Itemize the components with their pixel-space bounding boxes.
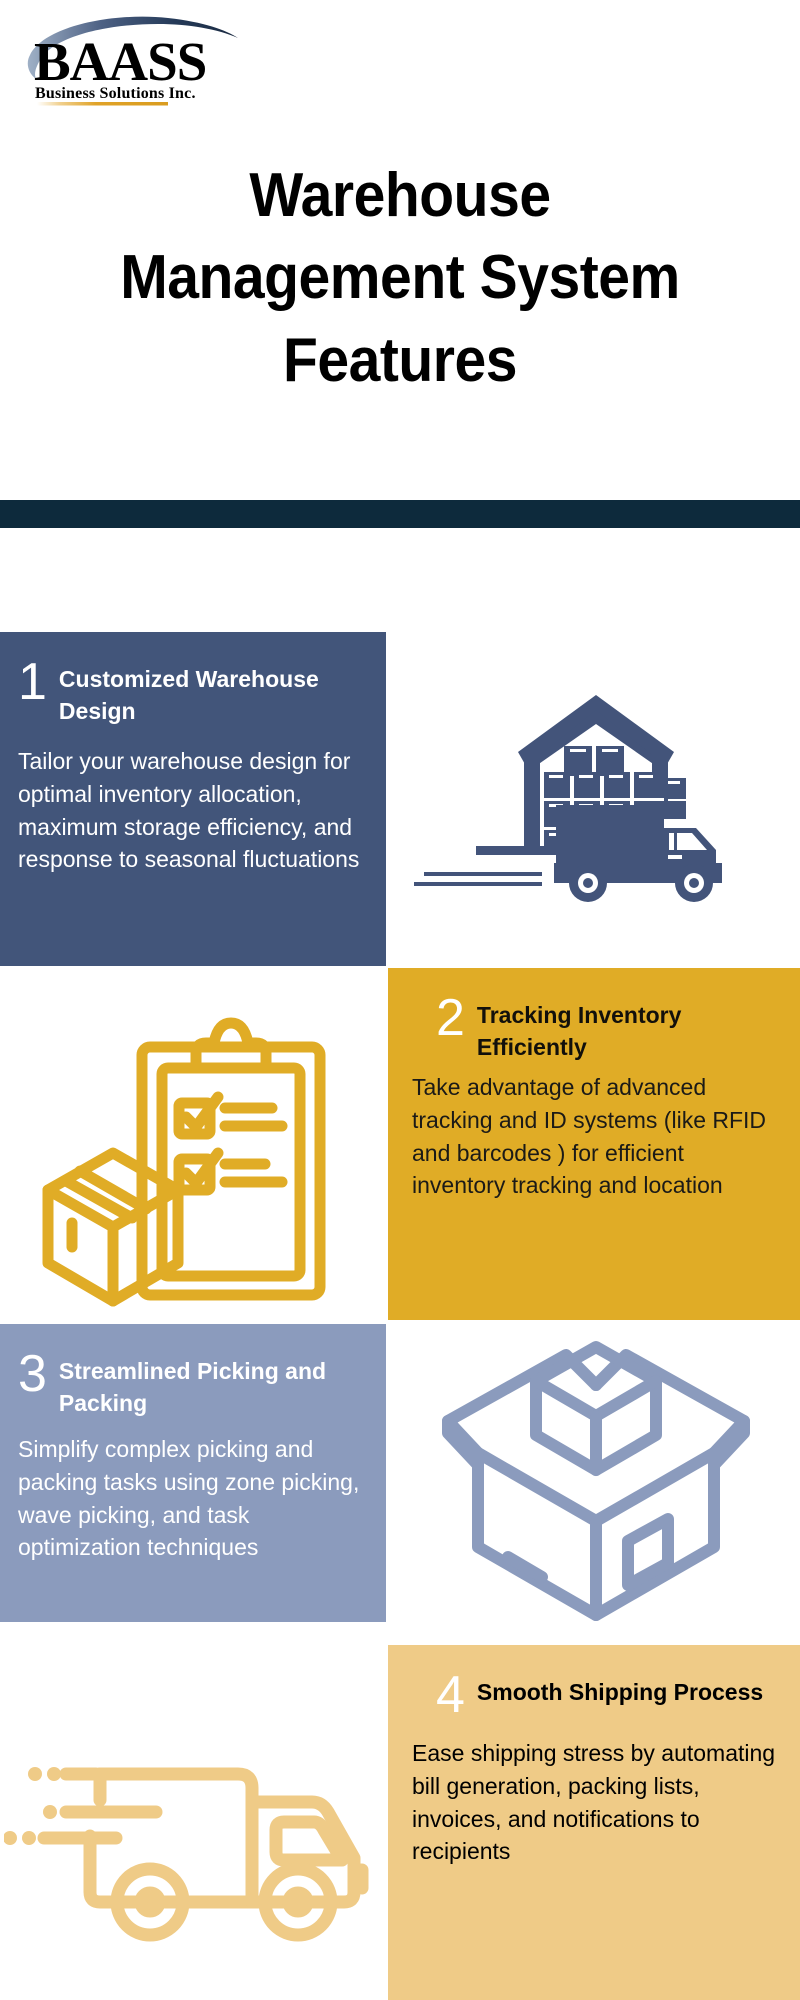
swoosh-icon <box>27 16 239 79</box>
open-box-cube-artwork <box>442 1341 750 1621</box>
feature-title-4: Smooth Shipping Process <box>476 1679 764 1705</box>
baass-logo-artwork: BAASS Business Solutions Inc. <box>27 16 239 106</box>
feature-title-2: Tracking Inventory Efficiently <box>476 1002 682 1060</box>
feature-body-1: Tailor your warehouse design for optimal… <box>18 748 360 873</box>
feature-card-1: 1 Customized Warehouse Design Tailor you… <box>0 632 386 966</box>
baass-logo: BAASS Business Solutions Inc. <box>18 12 248 112</box>
feature-card-2: 2 Tracking Inventory Efficiently Take ad… <box>388 968 800 1320</box>
feature-card-2-header: 2 Tracking Inventory Efficiently <box>412 989 776 1063</box>
feature-card-4-header: 4 Smooth Shipping Process <box>412 1666 776 1724</box>
clipboard-checklist-box-artwork <box>42 1017 326 1307</box>
feature-card-1-header: 1 Customized Warehouse Design <box>18 653 362 727</box>
feature-card-3: 3 Streamlined Picking and Packing Simpli… <box>0 1324 386 1622</box>
page-title-line-2: Management System <box>120 243 680 313</box>
open-box-cube-icon <box>396 1285 796 1625</box>
delivery-truck-speed-icon <box>4 1670 384 1970</box>
feature-body-4: Ease shipping stress by automating bill … <box>412 1740 776 1865</box>
warehouse-truck-icon <box>396 645 796 955</box>
feature-card-4: 4 Smooth Shipping Process Ease shipping … <box>388 1645 800 2000</box>
logo-underline <box>37 102 168 106</box>
logo-tagline-text: Business Solutions Inc. <box>35 85 196 102</box>
page-title: Warehouse Management System Features <box>32 155 768 402</box>
delivery-truck-speed-artwork <box>4 1767 369 1942</box>
page-title-line-3: Features <box>282 325 518 395</box>
feature-number-3: 3 <box>18 1345 47 1403</box>
feature-body-3: Simplify complex picking and packing tas… <box>18 1436 360 1561</box>
feature-card-3-header: 3 Streamlined Picking and Packing <box>18 1345 362 1419</box>
warehouse-truck-artwork <box>414 695 722 902</box>
feature-title-1: Customized Warehouse Design <box>58 666 319 724</box>
logo-brand-text: BAASS <box>34 31 206 92</box>
feature-number-1: 1 <box>18 653 47 711</box>
feature-number-4: 4 <box>436 1666 465 1724</box>
feature-body-2: Take advantage of advanced tracking and … <box>412 1074 767 1199</box>
header-divider-bar <box>0 500 800 528</box>
feature-number-2: 2 <box>436 989 465 1047</box>
feature-title-3: Streamlined Picking and Packing <box>58 1358 327 1416</box>
page-title-line-1: Warehouse <box>249 161 551 230</box>
clipboard-checklist-box-icon <box>10 975 380 1315</box>
